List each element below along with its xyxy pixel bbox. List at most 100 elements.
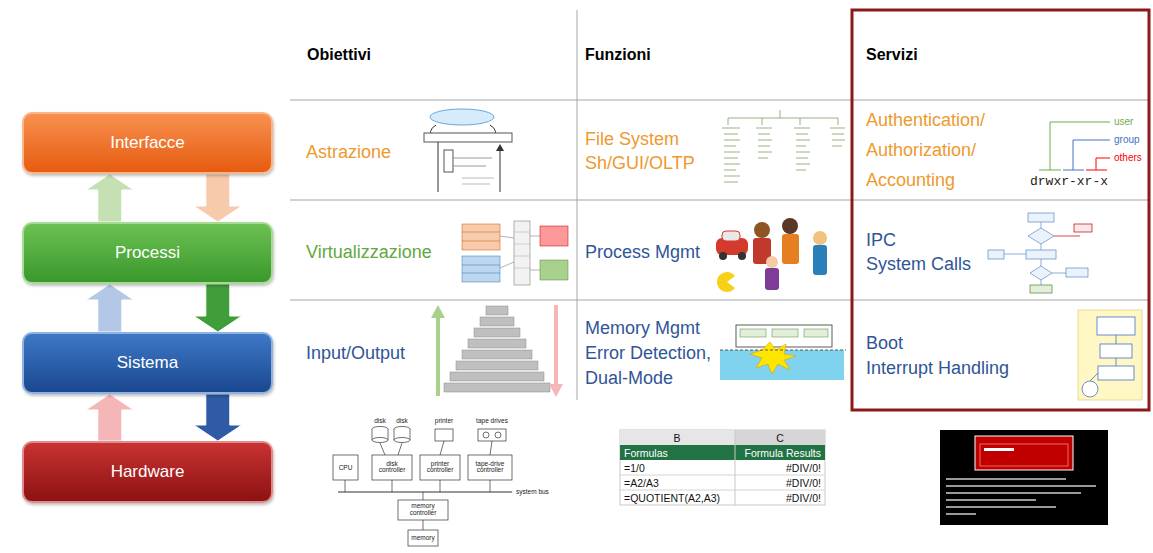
block-arrow — [86, 174, 134, 222]
spreadsheet-sketch-part — [620, 475, 825, 476]
permission-sketch — [1039, 122, 1110, 170]
hardware-bus-sketch-part — [410, 429, 411, 440]
hardware-bus-sketch-part — [490, 441, 492, 455]
service-text: Interrupt Handling — [866, 358, 1009, 379]
ipc-flowchart-part — [1028, 213, 1054, 222]
boot-flowchart-part — [1078, 310, 1142, 400]
virtualization-sketch-part — [514, 221, 530, 285]
layer-box: Processi — [22, 222, 273, 284]
permission-sketch-part — [1050, 122, 1110, 170]
layer-box: Interfacce — [22, 112, 273, 174]
io-pyramid — [431, 305, 563, 397]
process-characters — [716, 218, 827, 292]
virtualization-sketch-part — [540, 260, 568, 280]
file-tree-part — [830, 128, 845, 129]
file-tree-part — [728, 118, 838, 119]
hardware-bus-sketch-part — [345, 480, 346, 492]
ipc-flowchart-part — [1030, 266, 1052, 280]
hardware-bus-sketch-part — [372, 438, 388, 443]
ipc-flowchart — [988, 213, 1092, 293]
hardware-bus-sketch-part — [423, 520, 424, 530]
device-label: printer — [435, 418, 453, 425]
hardware-bus-sketch-part — [388, 429, 389, 440]
block-arrow — [194, 394, 242, 441]
memory-sketch-part — [750, 342, 796, 374]
permission-label: user — [1114, 116, 1133, 128]
abstraction-sketch-part — [444, 150, 453, 172]
memory-sketch-part — [736, 325, 832, 347]
service-text: Boot — [866, 333, 903, 354]
hardware-bus-sketch-part — [468, 455, 512, 480]
process-characters-part — [766, 256, 778, 268]
file-tree-part — [796, 134, 808, 135]
goal-text: Virtualizzazione — [306, 242, 432, 263]
io-pyramid-part — [431, 305, 445, 318]
sheet-header-cell: Formula Results — [745, 446, 821, 458]
process-characters-part — [765, 268, 779, 290]
permission-string: drwxr-xr-x — [1030, 175, 1108, 190]
service-text: Authentication/ — [866, 110, 985, 131]
io-pyramid-part — [480, 317, 514, 326]
boot-flowchart-part — [1098, 366, 1134, 380]
virtualization-sketch-part — [514, 268, 530, 269]
ipc-flowchart-part — [1041, 280, 1042, 285]
hardware-bus-sketch-part — [394, 438, 410, 443]
block-arrow — [86, 284, 134, 332]
io-pyramid-part — [474, 328, 520, 337]
virtualization-sketch-part — [462, 241, 500, 242]
abstraction-sketch-part — [462, 178, 494, 179]
hardware-bus-sketch-part — [398, 500, 448, 520]
column-header: Funzioni — [585, 46, 651, 64]
boot-screen-part — [946, 513, 976, 515]
virtualization-sketch — [462, 221, 568, 285]
device-label: disk — [374, 418, 386, 425]
hardware-bus-sketch-part — [380, 443, 385, 455]
virtualization-sketch-part — [462, 256, 500, 282]
boot-screen-part — [946, 499, 1036, 501]
table-grid — [290, 10, 1150, 400]
ipc-flowchart-part — [988, 250, 1004, 259]
file-tree-part — [838, 118, 839, 125]
abstraction-sketch-part — [453, 166, 486, 167]
sheet-cell: #DIV/0! — [786, 491, 821, 503]
virtualization-sketch-part — [500, 236, 514, 238]
device-label: printer controller — [422, 461, 458, 475]
function-text: Error Detection, — [585, 343, 711, 364]
io-pyramid-part — [444, 383, 550, 392]
function-text: Process Mgmt — [585, 242, 700, 263]
abstraction-sketch-part — [496, 144, 504, 151]
sheet-cell: #DIV/0! — [786, 461, 821, 473]
virtualization-sketch-part — [514, 256, 530, 257]
file-tree-part — [756, 128, 772, 129]
file-tree-part — [796, 146, 806, 147]
io-pyramid-part — [549, 384, 563, 397]
file-tree-part — [724, 164, 740, 165]
process-characters-part — [813, 231, 827, 245]
file-tree-part — [724, 146, 736, 147]
ipc-flowchart-part — [1028, 228, 1054, 244]
function-text: Memory Mgmt — [585, 318, 700, 339]
process-characters-part — [782, 234, 799, 264]
ipc-flowchart-part — [1030, 285, 1052, 293]
file-tree-part — [832, 146, 842, 147]
process-characters-part — [813, 245, 827, 275]
hardware-bus-sketch-part — [394, 429, 395, 440]
device-label: disk controller — [374, 461, 410, 475]
sheet-cell: #DIV/0! — [786, 476, 821, 488]
sheet-cell: =A2/A3 — [624, 476, 659, 488]
file-tree-part — [722, 128, 740, 129]
boot-flowchart-part — [1100, 344, 1132, 358]
boot-screen — [940, 430, 1108, 525]
hardware-bus-sketch-part — [372, 429, 373, 440]
layer-label: Sistema — [117, 353, 178, 373]
io-pyramid-part — [554, 305, 558, 385]
goal-text: Astrazione — [306, 142, 391, 163]
virtualization-sketch-part — [500, 262, 514, 268]
file-tree-part — [758, 158, 768, 159]
abstraction-sketch-part — [438, 142, 439, 192]
ipc-flowchart-part — [1052, 273, 1066, 274]
highlight-frame — [852, 10, 1149, 410]
spreadsheet-sketch-part — [620, 430, 825, 505]
boot-flowchart-part — [1097, 317, 1135, 335]
